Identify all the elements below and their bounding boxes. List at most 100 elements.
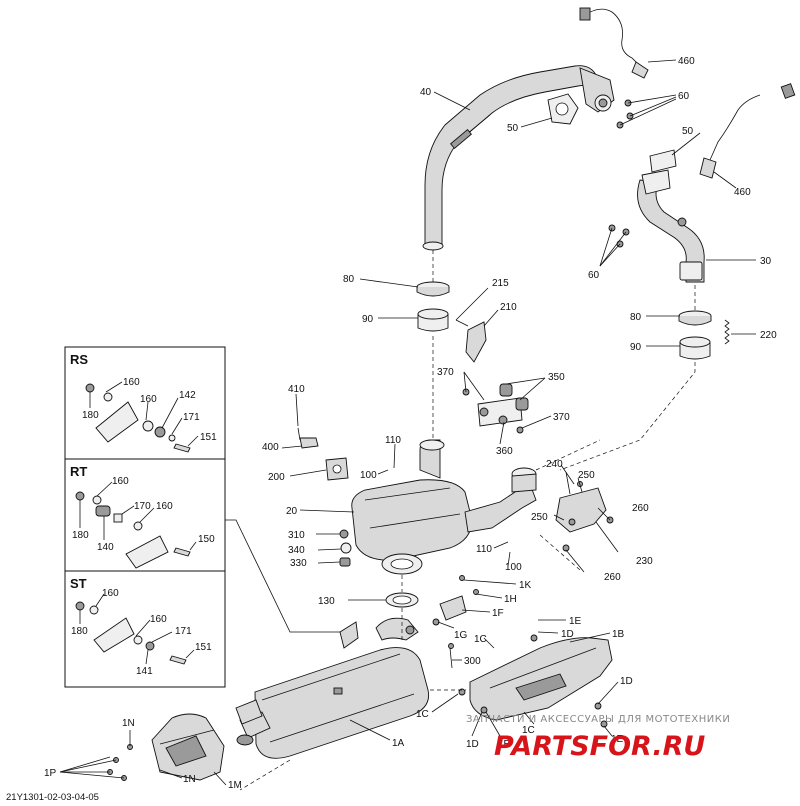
inset-rs-callout-171: 171 xyxy=(183,412,200,423)
tailpipe-cap-1m xyxy=(107,713,225,781)
callout-460-right: 460 xyxy=(734,187,751,198)
heat-shield-1b xyxy=(458,634,613,728)
callout-370-upper: 370 xyxy=(437,367,454,378)
inset-rs-callout-160a: 160 xyxy=(123,377,140,388)
inset-st-callout-180: 180 xyxy=(71,626,88,637)
header-pipe-30 xyxy=(637,169,705,283)
inset-st-callout-160a: 160 xyxy=(102,588,119,599)
callout-60-upper: 60 xyxy=(678,91,690,102)
callout-1g: 1G xyxy=(454,630,468,641)
callout-50-upper: 50 xyxy=(507,123,519,134)
callout-1a: 1A xyxy=(392,738,405,749)
watermark-caption: ЗАПЧАСТИ И АКСЕССУАРЫ ДЛЯ МОТОТЕХНИКИ xyxy=(466,714,730,725)
callout-80-left: 80 xyxy=(343,274,355,285)
callout-1c-left: 1C xyxy=(416,709,429,720)
heat-shield-230 xyxy=(555,471,614,552)
inset-rt-callout-180: 180 xyxy=(72,530,89,541)
gasket-50-upper xyxy=(547,93,579,125)
callout-30: 30 xyxy=(760,256,772,267)
callout-1n-upper: 1N xyxy=(122,718,135,729)
nuts-60-upper xyxy=(616,99,634,129)
oxygen-sensor-460-upper xyxy=(579,7,649,79)
callout-340: 340 xyxy=(288,545,305,556)
callout-360: 360 xyxy=(496,446,513,457)
inset-rs-callout-142: 142 xyxy=(179,390,196,401)
mount-bracket-350-assembly xyxy=(462,383,529,434)
callout-60-right: 60 xyxy=(588,270,600,281)
inset-st-title: ST xyxy=(70,576,87,591)
callout-370-right: 370 xyxy=(553,412,570,423)
sleeve-90-right xyxy=(679,336,711,360)
callout-110-lower: 110 xyxy=(476,544,492,555)
inset-rs-callout-151: 151 xyxy=(200,432,217,443)
callout-200: 200 xyxy=(268,472,285,483)
collector-20 xyxy=(351,439,537,575)
clamp-80-left xyxy=(416,281,450,297)
sleeve-90-left xyxy=(417,308,449,332)
inset-rs-callout-160b: 160 xyxy=(140,394,157,405)
callout-250-lower: 250 xyxy=(531,512,548,523)
inset-rs-callout-180: 180 xyxy=(82,410,99,421)
callout-220: 220 xyxy=(760,330,777,341)
callout-1m: 1M xyxy=(228,780,242,791)
bracket-210 xyxy=(455,319,487,363)
alignment-lines xyxy=(239,250,696,791)
inset-rt: RT 160 180 170 160 140 150 xyxy=(64,458,226,572)
callout-130: 130 xyxy=(318,596,335,607)
callout-50-right: 50 xyxy=(682,126,694,137)
callout-350: 350 xyxy=(548,372,565,383)
inset-rt-callout-150: 150 xyxy=(198,534,215,545)
callout-1h: 1H xyxy=(504,594,517,605)
watermark-logo: PARTSFOR.RU xyxy=(494,731,705,762)
gasket-130 xyxy=(385,592,419,608)
gasket-50-right xyxy=(649,149,677,173)
muffler-1a xyxy=(235,647,430,759)
inset-rt-callout-160a: 160 xyxy=(112,476,129,487)
callout-260-lower: 260 xyxy=(604,572,621,583)
callout-100-lower: 100 xyxy=(505,562,522,573)
callout-40: 40 xyxy=(420,87,432,98)
callout-260-upper: 260 xyxy=(632,503,649,514)
callout-240: 240 xyxy=(546,459,563,470)
rubber-mount-200 xyxy=(325,457,349,481)
callout-labels: 460 60 40 50 50 460 60 30 80 90 215 210 … xyxy=(44,56,777,791)
inset-rt-callout-140: 140 xyxy=(97,542,114,553)
hanger-400 xyxy=(297,427,319,449)
inset-st-callout-151: 151 xyxy=(195,642,212,653)
callout-1d-right: 1D xyxy=(620,676,633,687)
callout-1d-lower: 1D xyxy=(466,739,479,750)
callout-1f: 1F xyxy=(492,608,504,619)
callout-1b: 1B xyxy=(612,629,625,640)
diagram-reference: 21Y1301-02-03-04-05 xyxy=(6,792,99,803)
callout-1k: 1K xyxy=(519,580,532,591)
callout-1d: 1D xyxy=(561,629,574,640)
bracket-1f xyxy=(432,575,479,626)
inset-rt-callout-170: 170 xyxy=(134,501,151,512)
callout-1n-lower: 1N xyxy=(183,774,196,785)
inset-rs-title: RS xyxy=(70,352,88,367)
callout-1c-lower: 1C xyxy=(522,725,535,736)
inset-st-callout-171: 171 xyxy=(175,626,192,637)
inset-rt-title: RT xyxy=(70,464,87,479)
spring-220 xyxy=(724,319,730,345)
callout-410: 410 xyxy=(288,384,305,395)
callout-230: 230 xyxy=(636,556,653,567)
callout-1e-lower: 1E xyxy=(498,739,511,750)
callout-100-upper: 100 xyxy=(360,470,377,481)
callout-210: 210 xyxy=(500,302,517,313)
callout-1p: 1P xyxy=(44,768,57,779)
inset-st-callout-160b: 160 xyxy=(150,614,167,625)
leader-lines xyxy=(59,59,756,786)
callout-310: 310 xyxy=(288,530,305,541)
callout-80-right: 80 xyxy=(630,312,642,323)
callout-215: 215 xyxy=(492,278,509,289)
header-pipe-40 xyxy=(422,65,615,251)
fasteners-310-340-330 xyxy=(339,529,352,567)
callout-90-left: 90 xyxy=(362,314,374,325)
callout-90-right: 90 xyxy=(630,342,642,353)
callout-1c-upper: 1C xyxy=(474,634,487,645)
inset-st-callout-141: 141 xyxy=(136,666,153,677)
callout-1e-right: 1E xyxy=(611,734,624,745)
clamp-80-right xyxy=(678,310,712,326)
